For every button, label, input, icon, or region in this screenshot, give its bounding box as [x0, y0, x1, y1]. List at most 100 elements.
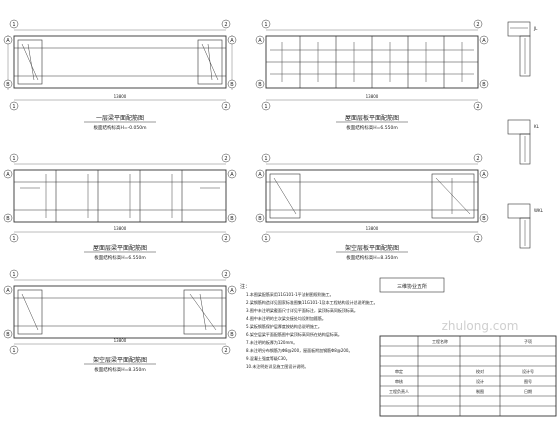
axis-label: B: [230, 216, 234, 222]
watermark: zhulong.com: [442, 319, 519, 333]
note-line: 9.混凝土强度等级C30。: [246, 355, 290, 361]
dimension-text: 13800: [114, 94, 127, 99]
axis-label: 2: [224, 348, 227, 354]
plan-title: 架空层板平面配筋图: [345, 244, 399, 252]
axis-label: 1: [12, 156, 15, 162]
axis-bubble-A: [3, 285, 13, 295]
dimension-text: 13800: [366, 226, 379, 231]
axis-bubble-2: [221, 269, 231, 279]
axis-label: B: [6, 332, 10, 338]
title-block: 工程名称 子项 审定 校对 设计号 审核 设计 图号 工程负责人 制图 日期: [379, 335, 557, 417]
plan-2: A B A B 1 2 1 2 13800 屋面层梁平面配筋图 板面结构标高H=…: [3, 153, 237, 261]
axis-bubble-A: [227, 169, 237, 179]
title-cell: 审定: [395, 368, 403, 374]
title-cell: 工程名称: [432, 338, 448, 344]
plan-title: 屋面层梁平面配筋图: [93, 244, 147, 252]
plan-elevation: 板面结构标高H=6.550m: [94, 254, 145, 261]
axis-bubble-2: [473, 153, 483, 163]
title-cell: 校对: [476, 368, 484, 374]
axis-bubble-A: [479, 169, 489, 179]
axis-label: B: [258, 216, 262, 222]
axis-bubble-B: [227, 79, 237, 89]
notes-heading: 注：: [240, 283, 250, 290]
note-line: 7.未注明的板厚为120mm。: [246, 339, 297, 345]
axis-label: 2: [224, 104, 227, 110]
axis-label: B: [230, 82, 234, 88]
axis-label: B: [6, 82, 10, 88]
axis-label: 2: [224, 22, 227, 28]
title-cell: 审核: [395, 378, 403, 384]
axis-label: 1: [264, 156, 267, 162]
axis-label: 1: [264, 236, 267, 242]
axis-bubble-1: [9, 269, 19, 279]
note-line: 2.梁钢筋构造详见国家标准图集11G101-1及本工程结构设计总说明施工。: [246, 299, 378, 305]
plan-3: A B A B 1 2 1 2 13800 架空层梁平面配筋图 板面结构标高H=…: [3, 269, 237, 373]
axis-label: 1: [264, 104, 267, 110]
plan-elevation: 板面结构标高H=6.550m: [346, 124, 397, 131]
axis-bubble-B: [479, 79, 489, 89]
axis-bubble-2: [221, 233, 231, 243]
plan-elevation: 板面结构标高H=8.350m: [346, 254, 397, 261]
axis-label: 2: [224, 156, 227, 162]
axis-label: A: [230, 38, 234, 44]
note-line: 5.梁板钢筋保护层厚度按结构总说明施工。: [246, 323, 322, 329]
axis-bubble-A: [3, 35, 13, 45]
axis-bubble-1: [261, 19, 271, 29]
axis-label: A: [482, 172, 486, 178]
axis-label: A: [258, 38, 262, 44]
detail-label: JL: [533, 26, 538, 31]
axis-label: B: [482, 82, 486, 88]
axis-bubble-B: [3, 329, 13, 339]
axis-label: 2: [476, 156, 479, 162]
axis-bubble-2: [221, 101, 231, 111]
stamp-text: 三维协业五所: [397, 283, 427, 290]
title-cell: 日期: [524, 388, 532, 394]
note-line: 3.图中未注明梁截面尺寸详见平面标注，梁顶标高同板顶标高。: [246, 307, 358, 313]
axis-label: A: [6, 38, 10, 44]
title-cell: 设计: [476, 378, 484, 384]
plan-elevation: 板面结构标高H=8.350m: [94, 366, 145, 373]
axis-bubble-1: [261, 153, 271, 163]
title-cell: 工程负责人: [389, 388, 409, 394]
plan-title: 一层梁平面配筋图: [96, 114, 144, 122]
design-notes: 注： 1.本图梁配筋采用11G101-1平法制图规则施工。 2.梁钢筋构造详见国…: [240, 283, 378, 369]
axis-bubble-A: [227, 35, 237, 45]
axis-label: 1: [12, 236, 15, 242]
note-line: 10.未注明处详见施工图设计说明。: [246, 363, 308, 369]
axis-bubble-B: [227, 329, 237, 339]
axis-label: A: [258, 172, 262, 178]
title-cell: 设计号: [522, 368, 534, 374]
axis-label: 1: [12, 348, 15, 354]
axis-bubble-1: [9, 233, 19, 243]
axis-bubble-B: [255, 213, 265, 223]
title-cell: 制图: [476, 388, 484, 394]
plan-title: 架空层梁平面配筋图: [93, 356, 147, 364]
axis-bubble-2: [473, 19, 483, 29]
axis-label: A: [230, 288, 234, 294]
axis-bubble-1: [9, 153, 19, 163]
plan-5: A B A B 1 2 1 2 13800 架空层板平面配筋图 板面结构标高H=…: [255, 153, 489, 261]
axis-label: B: [258, 82, 262, 88]
dimension-text: 13800: [366, 94, 379, 99]
axis-label: 2: [224, 236, 227, 242]
axis-bubble-2: [221, 345, 231, 355]
axis-label: B: [482, 216, 486, 222]
axis-label: 2: [224, 272, 227, 278]
axis-bubble-A: [3, 169, 13, 179]
detail-label: WKL: [534, 208, 544, 213]
axis-bubble-A: [255, 35, 265, 45]
stamp: 三维协业五所: [379, 277, 445, 293]
axis-bubble-B: [227, 213, 237, 223]
axis-label: 2: [476, 104, 479, 110]
axis-bubble-A: [479, 35, 489, 45]
axis-bubble-B: [3, 79, 13, 89]
axis-label: 1: [12, 272, 15, 278]
axis-label: 2: [476, 236, 479, 242]
axis-bubble-A: [255, 169, 265, 179]
axis-bubble-B: [3, 213, 13, 223]
axis-label: 2: [476, 22, 479, 28]
note-line: 4.图中未注明的主次梁交接处均设附加箍筋。: [246, 315, 326, 321]
note-line: 8.未注明分布钢筋为Φ8@200，屋面板附加钢筋Φ8@200。: [246, 347, 352, 353]
plan-4: A B A B 1 2 1 2 13800 屋面层板平面配筋图 板面结构标高H=…: [255, 19, 489, 131]
